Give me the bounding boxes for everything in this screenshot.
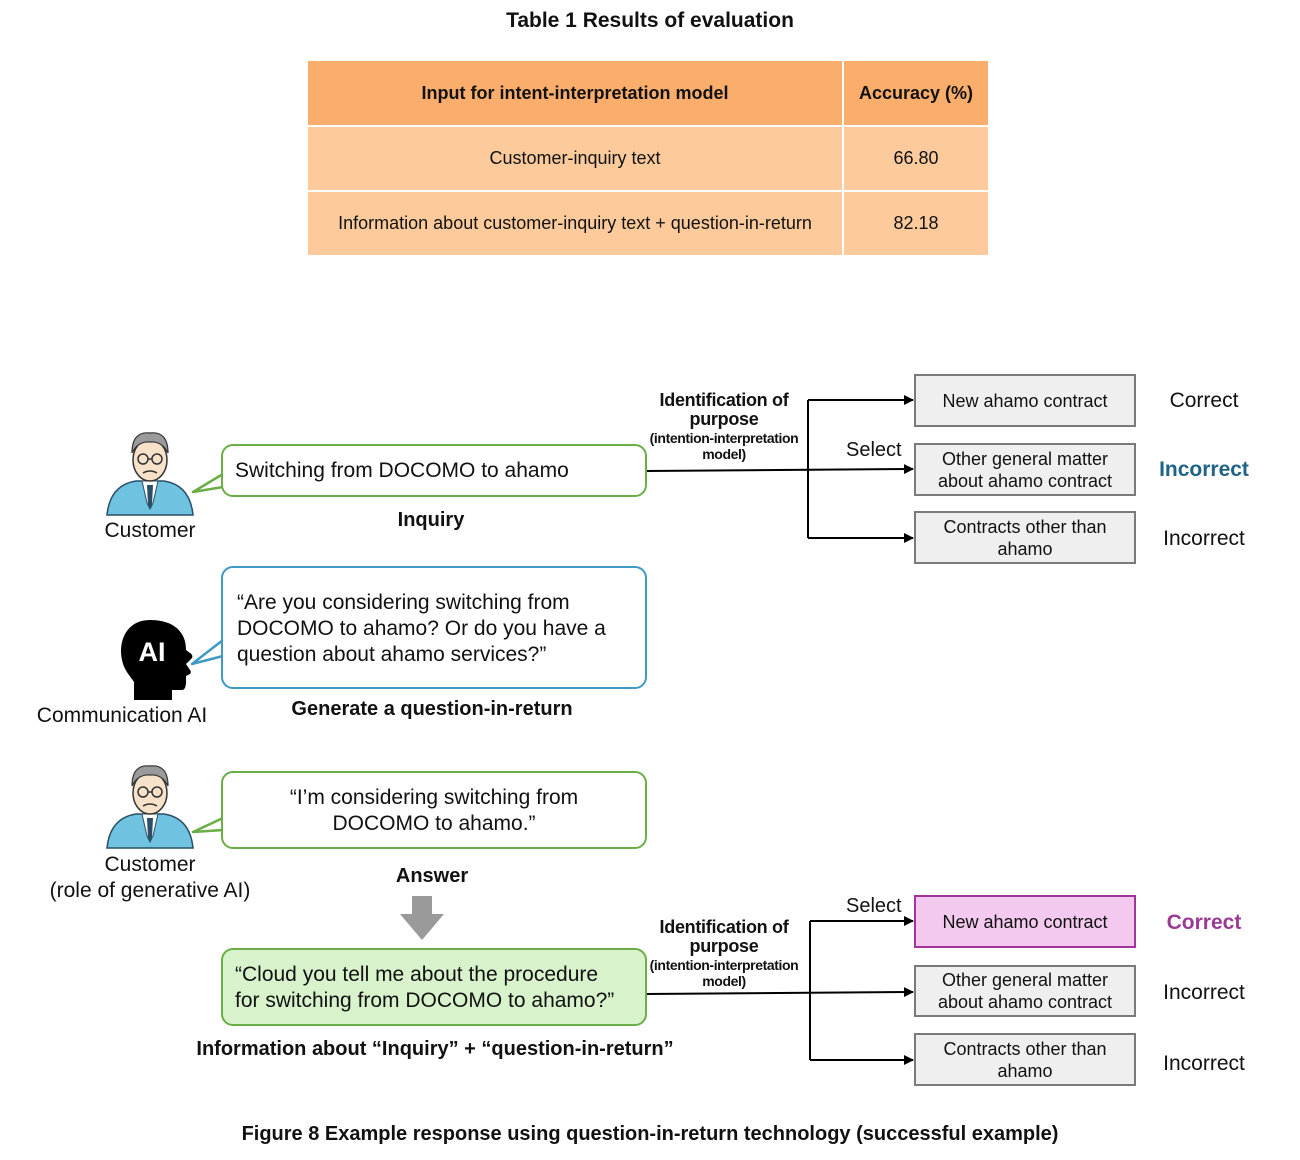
figure-caption: Figure 8 Example response using question… xyxy=(241,1123,1059,1145)
combined-bubble: “Cloud you tell me about the procedure f… xyxy=(221,948,647,1026)
bottom-result-correct-highlight: Correct xyxy=(1166,911,1242,934)
bottom-connector xyxy=(645,916,914,1065)
table-cell-input: Customer-inquiry text xyxy=(306,125,844,192)
ai-bubble-line: “Are you considering switching from xyxy=(237,591,570,614)
top-option-other-contracts: Contracts other than ahamo xyxy=(914,511,1136,564)
option-text: ahamo xyxy=(997,538,1053,559)
identification-line: Identification of xyxy=(659,390,789,410)
top-result-incorrect-highlight: Incorrect xyxy=(1159,458,1249,481)
bottom-option-other-contracts: Contracts other than ahamo xyxy=(914,1033,1136,1086)
down-arrow-icon xyxy=(400,896,444,940)
bubble-tail-customer1 xyxy=(191,472,225,494)
combined-bubble-line: “Cloud you tell me about the procedure xyxy=(235,963,599,986)
combined-caption: Information about “Inquiry” + “question-… xyxy=(196,1038,674,1060)
customer2-role-label: (role of generative AI) xyxy=(49,879,251,902)
top-connector xyxy=(645,395,914,543)
combined-bubble-line: for switching from DOCOMO to ahamo?” xyxy=(235,989,615,1012)
top-result-incorrect: Incorrect xyxy=(1163,527,1245,550)
identification-sub: (intention-interpretation xyxy=(649,430,799,446)
inquiry-caption: Inquiry xyxy=(397,509,465,531)
bubble-tail-customer2 xyxy=(191,816,225,834)
customer2-bubble-line: “I’m considering switching from xyxy=(289,786,579,809)
bubble-tail-ai xyxy=(190,638,225,666)
option-text: Other general matter xyxy=(941,970,1109,990)
option-text: New ahamo contract xyxy=(942,911,1108,932)
ai-bubble-line: DOCOMO to ahamo? Or do you have a xyxy=(237,617,606,640)
customer2-bubble: “I’m considering switching from DOCOMO t… xyxy=(221,771,647,849)
top-result-correct: Correct xyxy=(1169,389,1239,412)
option-text: about ahamo contract xyxy=(937,470,1113,491)
option-text: Other general matter xyxy=(941,448,1109,469)
table-cell-input: Information about customer-inquiry text … xyxy=(306,190,844,257)
customer1-label: Customer xyxy=(104,519,196,542)
bottom-result-incorrect: Incorrect xyxy=(1163,981,1245,1004)
option-text: ahamo xyxy=(997,1060,1053,1081)
identification-line: Identification of xyxy=(659,917,789,937)
table-title: Table 1 Results of evaluation xyxy=(506,9,794,32)
table-row: Information about customer-inquiry text … xyxy=(306,190,990,257)
answer-caption: Answer xyxy=(395,865,469,887)
identification-line: purpose xyxy=(689,936,759,956)
identification-label-bottom: Identification of purpose (intention-int… xyxy=(639,918,809,990)
communication-ai-label: Communication AI xyxy=(36,704,208,727)
identification-label-top: Identification of purpose (intention-int… xyxy=(639,391,809,463)
customer1-bubble-text: Switching from DOCOMO to ahamo xyxy=(235,459,569,482)
ai-bubble-line: question about ahamo services?” xyxy=(237,643,547,666)
ai-head-icon: AI xyxy=(121,620,193,700)
option-text: about ahamo contract xyxy=(937,992,1113,1012)
table-cell-accuracy: 82.18 xyxy=(842,190,990,257)
top-option-other-general: Other general matter about ahamo contrac… xyxy=(914,443,1136,496)
customer1-bubble: Switching from DOCOMO to ahamo xyxy=(221,444,647,497)
customer2-label: Customer xyxy=(104,853,196,876)
table-header-row: Input for intent-interpretation model Ac… xyxy=(306,59,990,127)
select-label-bottom: Select xyxy=(846,895,902,917)
results-table: Input for intent-interpretation model Ac… xyxy=(306,59,990,257)
customer-icon xyxy=(106,432,194,516)
ai-icon-text: AI xyxy=(139,637,166,667)
table-row: Customer-inquiry text 66.80 xyxy=(306,125,990,192)
identification-line: purpose xyxy=(689,409,759,429)
bottom-option-other-general: Other general matter about ahamo contrac… xyxy=(914,965,1136,1017)
option-text: New ahamo contract xyxy=(942,390,1108,411)
identification-sub: (intention-interpretation xyxy=(649,957,799,973)
identification-sub: model) xyxy=(702,973,746,989)
bottom-option-new-contract-selected: New ahamo contract xyxy=(914,895,1136,948)
generate-question-caption: Generate a question-in-return xyxy=(291,698,573,720)
bottom-result-incorrect: Incorrect xyxy=(1163,1052,1245,1075)
table-header-accuracy: Accuracy (%) xyxy=(842,59,990,127)
table-header-input: Input for intent-interpretation model xyxy=(306,59,844,127)
top-option-new-contract: New ahamo contract xyxy=(914,374,1136,427)
identification-sub: model) xyxy=(702,446,746,462)
option-text: Contracts other than xyxy=(943,1038,1107,1059)
select-label-top: Select xyxy=(846,439,902,461)
ai-bubble: “Are you considering switching from DOCO… xyxy=(221,566,647,689)
option-text: Contracts other than xyxy=(943,516,1107,537)
table-cell-accuracy: 66.80 xyxy=(842,125,990,192)
customer2-bubble-line: DOCOMO to ahamo.” xyxy=(332,812,536,835)
customer-icon xyxy=(106,765,194,849)
